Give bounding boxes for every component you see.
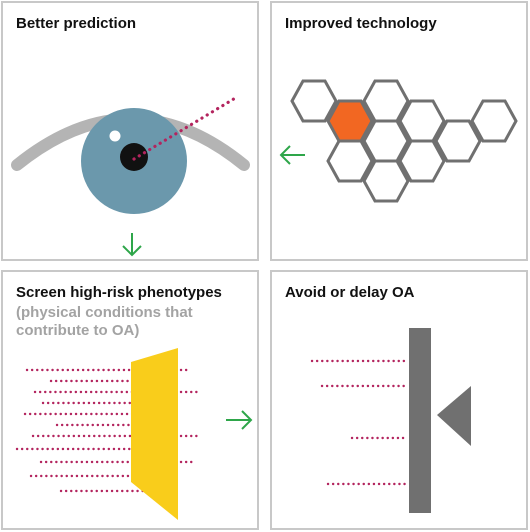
panel-improved-technology: Improved technology	[270, 1, 528, 261]
sight-line-dotted	[132, 95, 239, 161]
hexagon	[470, 99, 518, 143]
arrow-left-icon	[279, 145, 305, 165]
hexagon	[398, 99, 446, 143]
arrow-down-icon	[122, 233, 142, 257]
pointer-triangle	[437, 386, 471, 446]
filter-shape	[131, 348, 178, 520]
panel-title-avoid-oa: Avoid or delay OA	[285, 284, 415, 301]
panel-avoid-oa: Avoid or delay OA	[270, 270, 528, 530]
hexagon	[362, 159, 410, 203]
panel-better-prediction: Better prediction	[1, 1, 259, 261]
hexagon	[362, 119, 410, 163]
hexagon	[434, 119, 482, 163]
arrow-right-icon	[226, 410, 253, 430]
eye-glint	[109, 130, 121, 142]
panel-title-screen-phenotypes: Screen high-risk phenotypes	[16, 284, 222, 301]
panel-subtitle-screen-phenotypes: (physical conditions that contribute to …	[16, 304, 193, 339]
barrier-wall	[409, 328, 431, 513]
dotted-lines-blocked	[310, 359, 408, 486]
panel-title-improved-technology: Improved technology	[285, 15, 437, 32]
hexagon-highlighted	[326, 99, 374, 143]
hexagon-grid-illustration	[279, 79, 518, 203]
hexagon	[290, 79, 338, 123]
hexagon	[326, 139, 374, 183]
hexagon	[398, 139, 446, 183]
eye-illustration	[11, 95, 250, 257]
filter-illustration	[15, 348, 253, 520]
hexagon	[362, 79, 410, 123]
panel-title-better-prediction: Better prediction	[16, 15, 137, 32]
panel-screen-phenotypes: Screen high-risk phenotypes (physical co…	[1, 270, 259, 530]
dotted-lines-passing	[179, 368, 201, 464]
eye-pupil	[120, 143, 148, 171]
hex-cluster	[290, 79, 518, 203]
barrier-illustration	[310, 328, 471, 513]
